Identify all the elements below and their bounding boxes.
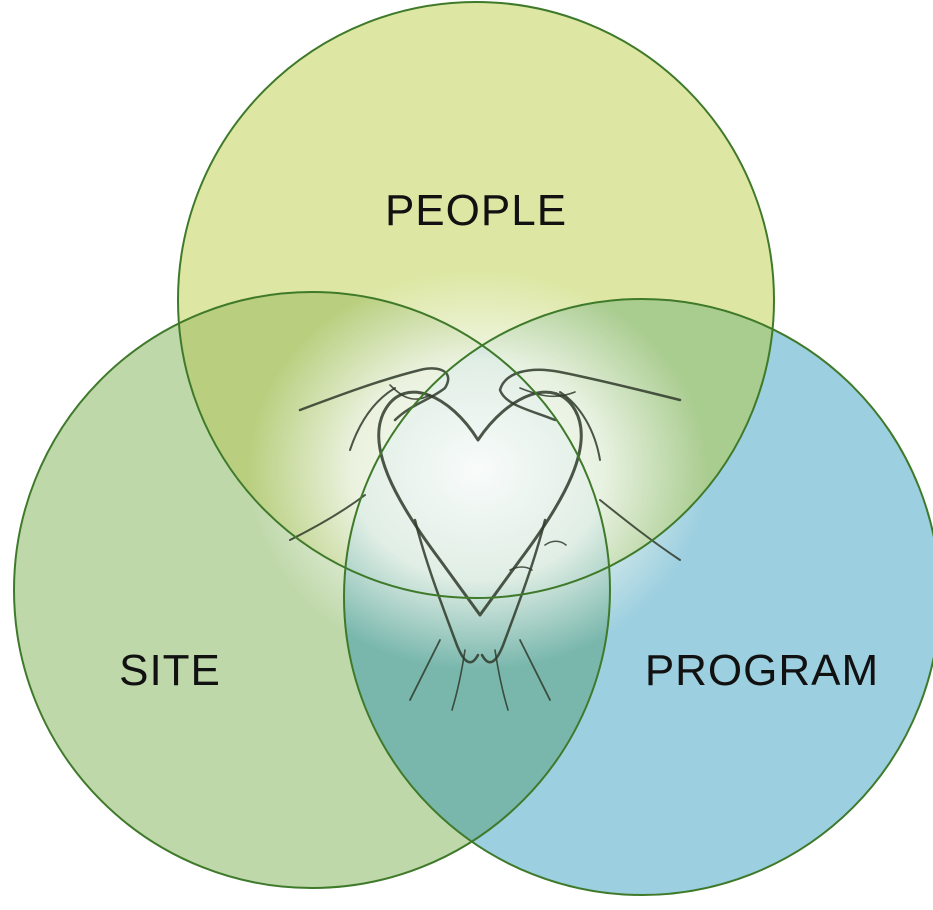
site-circle-outline bbox=[13, 291, 611, 889]
people-circle-outline bbox=[177, 1, 775, 599]
heart-hands-icon bbox=[289, 367, 682, 711]
label-people: PEOPLE bbox=[385, 186, 567, 235]
center-glow bbox=[248, 270, 708, 670]
label-program: PROGRAM bbox=[645, 646, 879, 695]
label-site: SITE bbox=[119, 646, 221, 695]
program-circle-outline bbox=[343, 298, 933, 896]
